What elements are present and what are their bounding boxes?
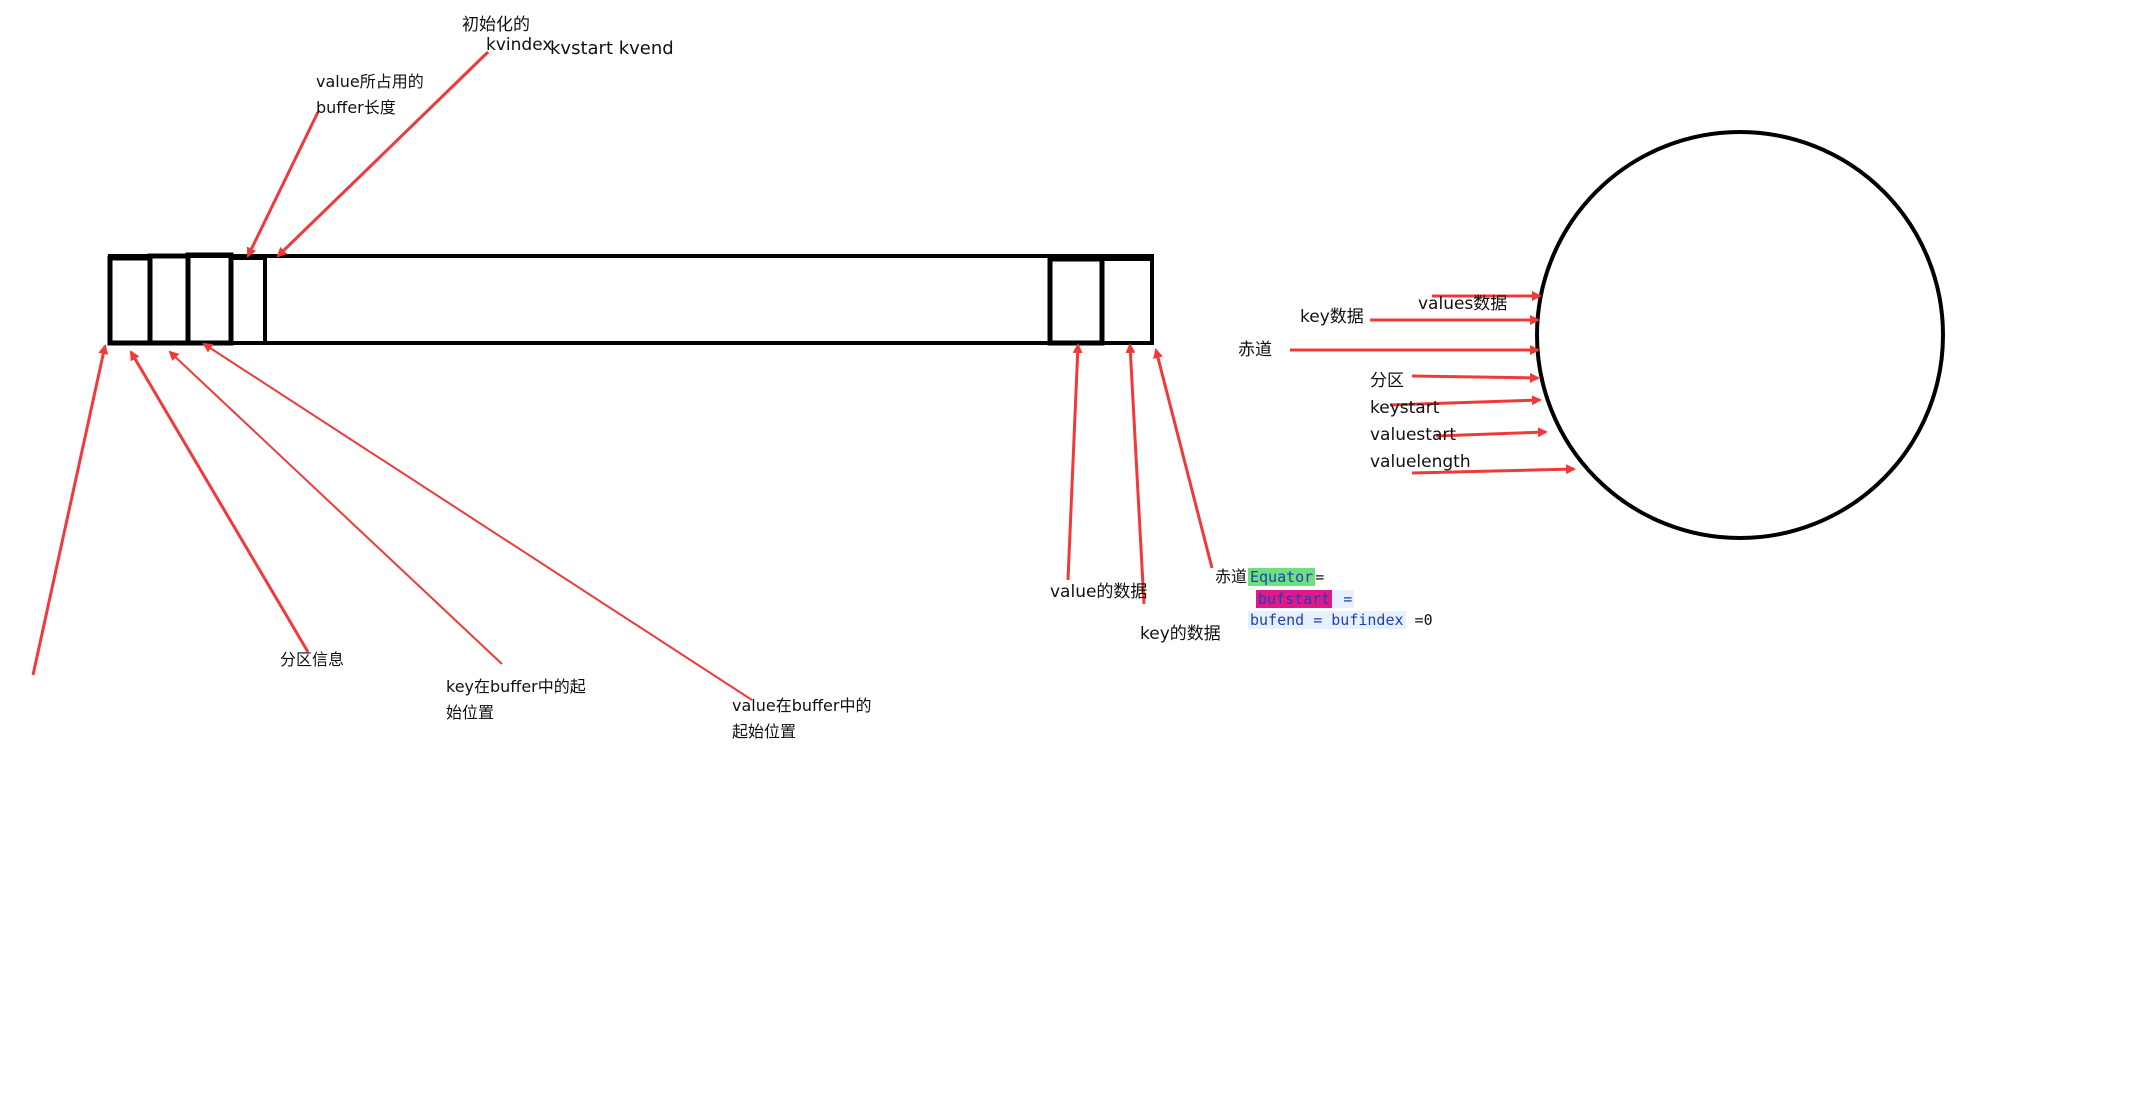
label-value-data: value的数据 xyxy=(1050,582,1148,602)
ring-label-partition: 分区 xyxy=(1370,371,1404,391)
ring-label-valuestart: valuestart xyxy=(1370,425,1457,445)
label-value-length-line2: buffer长度 xyxy=(316,98,396,117)
label-value-start-line2: 起始位置 xyxy=(732,722,797,741)
arrow-value-length xyxy=(246,111,320,258)
meta-cell-1 xyxy=(107,255,153,346)
ring-label-valuelength: valuelength xyxy=(1370,452,1471,472)
label-partition-info: 分区信息 xyxy=(280,650,345,669)
code-bufend-bufindex: bufend = bufindex xyxy=(1248,611,1406,629)
label-key-start-line1: key在buffer中的起 xyxy=(446,677,586,696)
label-init-line1: 初始化的 xyxy=(462,15,530,35)
code-equator-line: Equator= xyxy=(1248,568,1324,586)
arrow-equator-bar xyxy=(1153,348,1214,569)
label-key-data: key的数据 xyxy=(1140,624,1221,644)
ring-label-equator: 赤道 xyxy=(1238,340,1272,360)
ring-label-keystart: keystart xyxy=(1370,398,1440,418)
arrow-ring-valuestart xyxy=(1435,427,1548,438)
meta-cell-4 xyxy=(229,256,267,345)
arrow-ring-partition xyxy=(1411,372,1540,383)
arrow-value-data xyxy=(1066,343,1083,581)
value-data-cell xyxy=(1047,256,1105,346)
ring-buffer-circle xyxy=(1535,130,1945,540)
key-data-cell xyxy=(1100,257,1154,345)
arrow-ring-valuelength xyxy=(1411,464,1576,475)
arrow-key-start xyxy=(168,350,503,665)
code-bufend-line: bufend = bufindex =0 xyxy=(1248,611,1433,629)
code-bufstart-line: bufstart = xyxy=(1256,590,1355,608)
code-equator: Equator xyxy=(1248,568,1316,586)
arrow-kvindex xyxy=(276,50,490,258)
ring-label-values-data: values数据 xyxy=(1418,294,1508,314)
label-value-start-line1: value在buffer中的 xyxy=(732,696,872,715)
arrow-ring-keystart xyxy=(1389,395,1542,407)
ring-label-key-data: key数据 xyxy=(1300,307,1364,327)
arrow-value-start xyxy=(202,342,753,701)
arrow-leftmost xyxy=(31,344,109,676)
code-bufstart: bufstart xyxy=(1256,590,1333,608)
label-value-length-line1: value所占用的 xyxy=(316,72,424,91)
code-eq2: = xyxy=(1332,590,1355,608)
label-init-line2: kvindex xyxy=(486,35,553,55)
code-eq1: = xyxy=(1315,568,1325,586)
meta-cell-3 xyxy=(185,252,234,346)
label-equator-left: 赤道 xyxy=(1215,567,1248,586)
label-key-start-line2: 始位置 xyxy=(446,703,495,722)
label-kvstart-kvend: kvstart kvend xyxy=(550,38,674,59)
meta-cell-2 xyxy=(147,253,191,346)
arrow-partition-info xyxy=(129,350,310,653)
code-zero: =0 xyxy=(1405,611,1433,629)
arrow-key-data xyxy=(1125,343,1146,605)
